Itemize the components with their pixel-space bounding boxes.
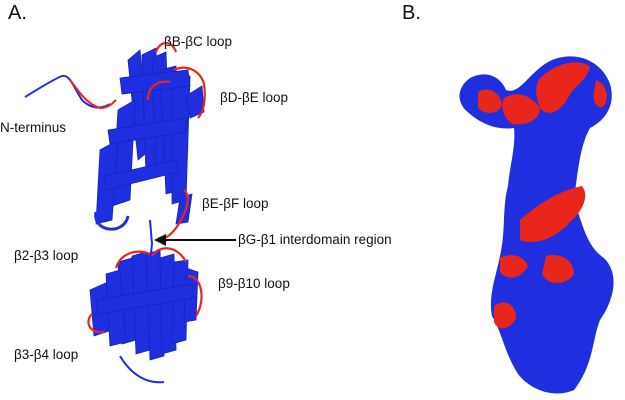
lower-loop-curl [94,211,130,231]
label-b9-b10-loop: β9-β10 loop [218,276,290,291]
ribbon-diagram [24,41,236,384]
label-be-bf-loop: βE-βF loop [202,196,269,211]
left-arrow-icon [154,234,166,246]
label-bd-be-loop: βD-βE loop [220,90,289,105]
upper-left-loop-red [146,80,171,101]
upper-domain [95,47,205,225]
label-b2-b3-loop: β2-β3 loop [14,248,79,263]
surface-body [459,56,614,394]
n-terminus-loop-red [69,79,117,110]
surface-red-patches [478,62,607,329]
c-terminus-tail [119,355,165,384]
panel-a-letter: A. [8,2,27,24]
b2-b3-loop-red [114,250,151,269]
label-bb-bc-loop: βB-βC loop [164,34,233,49]
bb-bc-loop-red [154,41,178,53]
panel-b-letter: B. [402,2,421,24]
b2-b3-loop-red-2 [151,247,187,263]
lower-domain [89,249,199,361]
label-bg-b1-interdomain: βG-β1 interdomain region [238,232,392,247]
b9-b10-loop-red [187,274,203,317]
bd-be-loop-red [173,66,206,119]
label-n-terminus: N-terminus [0,120,67,135]
n-terminus-tail [24,74,111,109]
b3-b4-loop-red [87,313,105,334]
label-b3-b4-loop: β3-β4 loop [14,347,79,362]
